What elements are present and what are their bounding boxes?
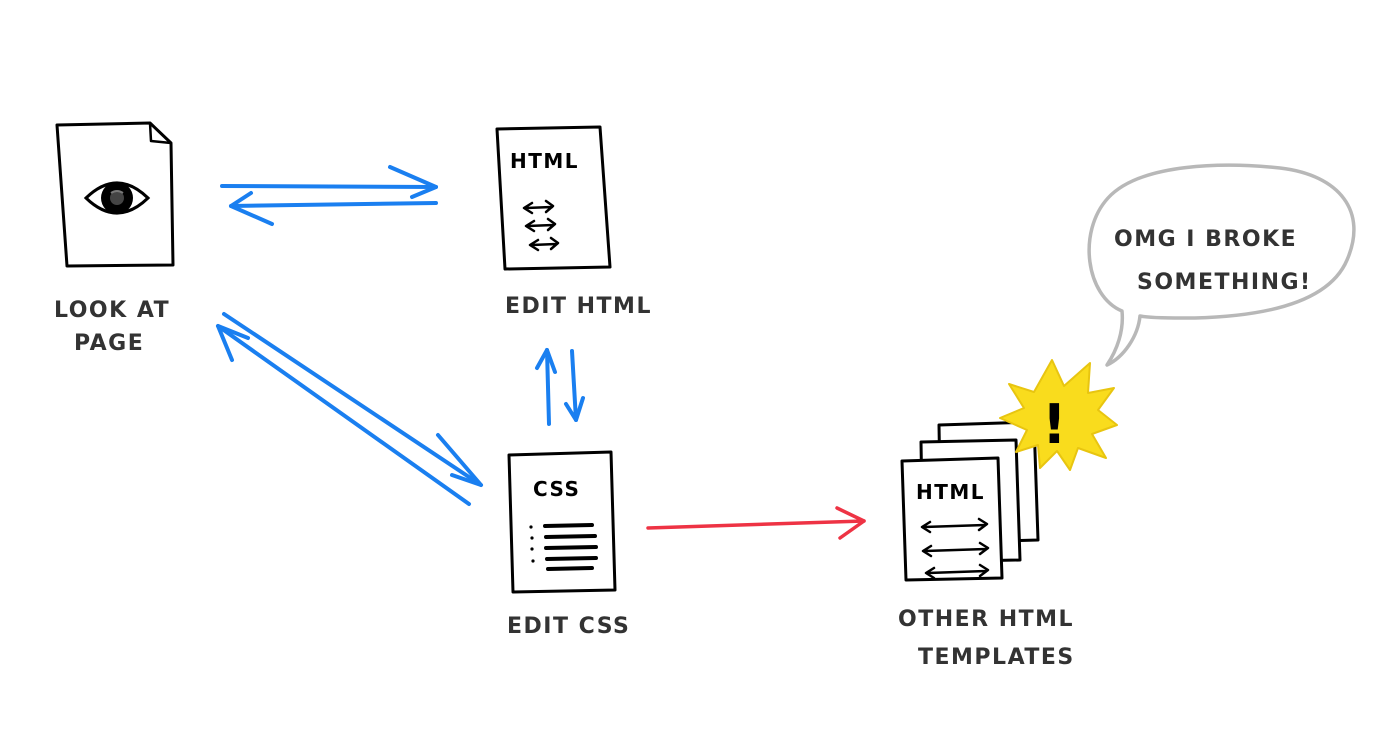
other-templates-node: HTML OTHER HTML TEMPLATES: [898, 420, 1075, 670]
burst-exclamation-mark: !: [1042, 393, 1067, 456]
speech-bubble: OMG I BROKE SOMETHING!: [1087, 163, 1356, 367]
look-at-page-label-line1: LOOK AT: [54, 298, 170, 323]
html-doc-title: HTML: [510, 149, 579, 173]
other-templates-label-line2: TEMPLATES: [918, 645, 1075, 670]
stacked-html-documents-icon: HTML: [900, 420, 1040, 582]
arrow-css-to-html: [535, 348, 557, 426]
arrow-page-to-html: [220, 165, 438, 199]
arrow-page-to-css: [222, 312, 483, 487]
document-eye-icon: [55, 121, 175, 268]
edit-html-label: EDIT HTML: [505, 294, 652, 319]
look-at-page-node: LOOK AT PAGE: [54, 121, 175, 356]
look-at-page-label-line2: PAGE: [74, 331, 144, 356]
edit-html-node: HTML EDIT HTML: [495, 125, 652, 319]
exclamation-burst-icon: !: [999, 359, 1118, 471]
css-doc-title: CSS: [533, 477, 580, 501]
arrow-css-to-page: [216, 324, 471, 506]
arrow-html-to-page: [229, 191, 438, 226]
edit-css-node: CSS EDIT CSS: [507, 450, 630, 639]
other-templates-label-line1: OTHER HTML: [898, 607, 1074, 632]
speech-bubble-line2: SOMETHING!: [1137, 270, 1312, 295]
arrow-css-to-templates: [646, 506, 866, 540]
templates-doc-title: HTML: [916, 480, 985, 504]
edit-css-label: EDIT CSS: [507, 614, 630, 639]
html-document-icon: HTML: [495, 125, 612, 271]
css-document-icon: CSS: [507, 450, 617, 594]
speech-bubble-line1: OMG I BROKE: [1114, 227, 1297, 252]
arrow-html-to-css: [564, 349, 585, 422]
